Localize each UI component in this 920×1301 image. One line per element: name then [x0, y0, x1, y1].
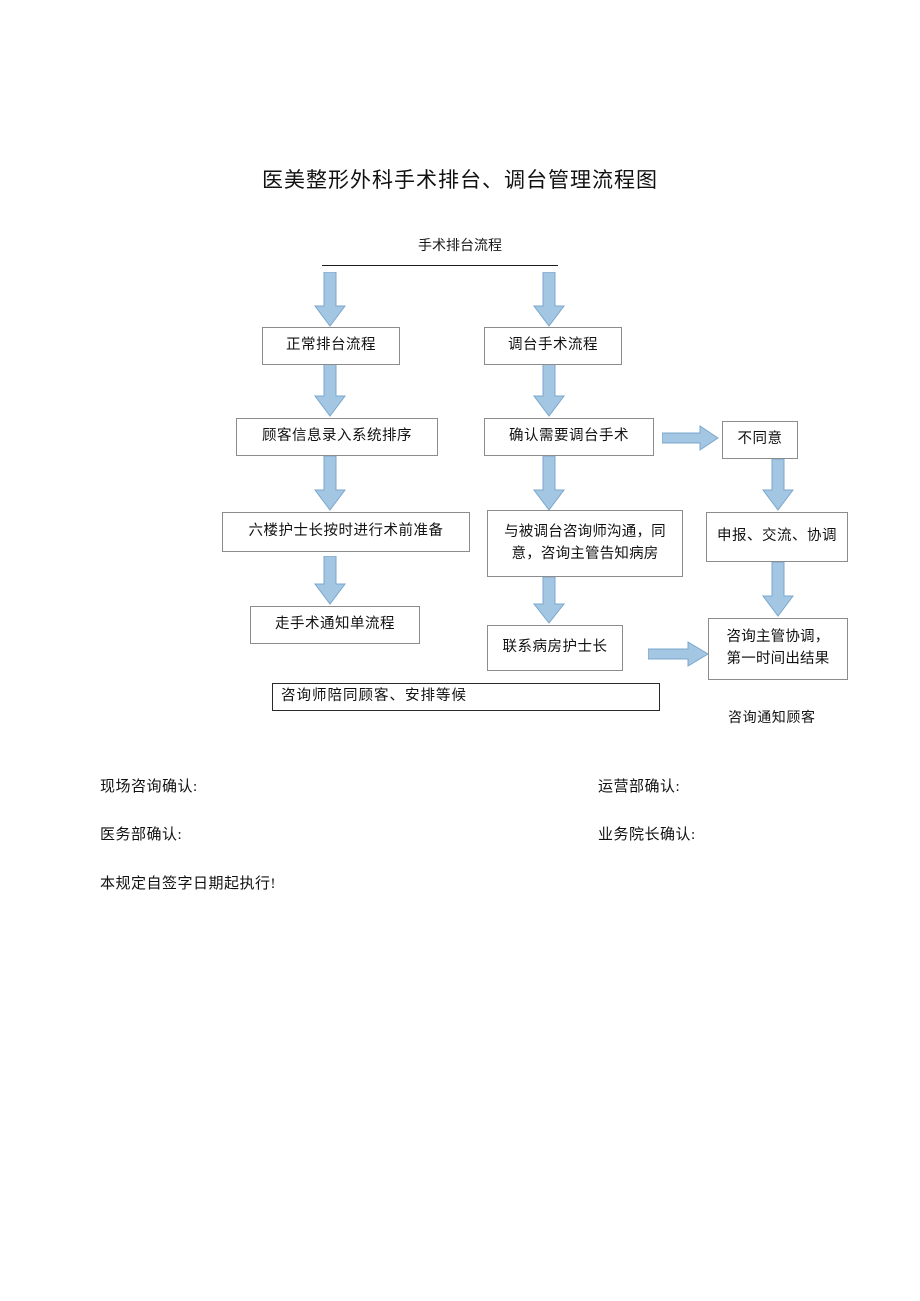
arrow-down-to-surgery-notice-flow — [312, 556, 348, 606]
node-label: 调台手术流程 — [508, 337, 598, 354]
arrow-down-to-confirm-transfer — [531, 364, 567, 418]
node-customer-info-entry[interactable]: 顾客信息录入系统排序 — [236, 418, 438, 456]
node-surgery-notice-flow[interactable]: 走手术通知单流程 — [250, 606, 420, 644]
arrow-down-to-normal-scheduling — [312, 272, 348, 328]
node-label: 联系病房护士长 — [502, 639, 608, 656]
node-label-line-1: 与被调台咨询师沟通，同 — [504, 523, 666, 540]
arrow-down-to-customer-info-entry — [312, 364, 348, 418]
page-title: 医美整形外科手术排台、调台管理流程图 — [262, 168, 658, 192]
node-label: 六楼护士长按时进行术前准备 — [248, 523, 444, 540]
node-disagree[interactable]: 不同意 — [722, 421, 798, 459]
arrow-down-to-nurse-preop-prep — [312, 456, 348, 512]
node-label: 确认需要调台手术 — [509, 428, 629, 445]
node-normal-scheduling[interactable]: 正常排台流程 — [262, 327, 400, 365]
node-label-line-1: 咨询主管协调， — [726, 629, 830, 646]
node-communicate-consultant[interactable]: 与被调台咨询师沟通，同 意，咨询主管告知病房 — [487, 510, 683, 577]
node-consultant-accompany[interactable]: 咨询师陪同顾客、安排等候 — [272, 683, 660, 711]
arrow-down-to-report-coordinate — [760, 459, 796, 512]
node-nurse-preop-prep[interactable]: 六楼护士长按时进行术前准备 — [222, 512, 470, 552]
signature-onsite-consult: 现场咨询确认: — [100, 779, 198, 795]
node-label: 申报、交流、协调 — [717, 528, 837, 545]
signature-medical-affairs: 医务部确认: — [100, 827, 183, 843]
node-label: 不同意 — [737, 431, 783, 448]
node-label: 走手术通知单流程 — [275, 616, 395, 633]
arrow-down-to-transfer-surgery — [531, 272, 567, 328]
node-label-line-2: 第一时间出结果 — [726, 651, 830, 667]
signature-operations-dept: 运营部确认: — [598, 779, 681, 795]
node-label: 咨询师陪同顾客、安排等候 — [281, 688, 467, 705]
node-label-line-2: 意，咨询主管告知病房 — [511, 545, 659, 562]
node-confirm-transfer[interactable]: 确认需要调台手术 — [484, 418, 654, 456]
label-notify-customer: 咨询通知顾客 — [728, 711, 816, 726]
flow-subtitle: 手术排台流程 — [418, 239, 502, 254]
node-label: 正常排台流程 — [286, 337, 376, 354]
node-report-coordinate[interactable]: 申报、交流、协调 — [706, 512, 848, 562]
node-contact-ward-nurse[interactable]: 联系病房护士长 — [487, 625, 623, 671]
arrow-down-to-contact-ward-nurse — [531, 577, 567, 625]
effective-date-note: 本规定自签字日期起执行! — [100, 876, 276, 892]
node-transfer-surgery[interactable]: 调台手术流程 — [484, 327, 622, 365]
arrow-right-to-supervisor-coordination — [648, 640, 710, 668]
arrow-down-to-supervisor-coordination — [760, 562, 796, 618]
arrow-right-to-disagree — [662, 424, 720, 452]
split-rule-divider — [322, 265, 558, 266]
arrow-down-to-communicate-consultant — [531, 456, 567, 512]
node-supervisor-coordination[interactable]: 咨询主管协调， 第一时间出结果 — [708, 618, 848, 680]
node-label: 顾客信息录入系统排序 — [262, 428, 412, 445]
signature-business-dean: 业务院长确认: — [598, 827, 696, 843]
